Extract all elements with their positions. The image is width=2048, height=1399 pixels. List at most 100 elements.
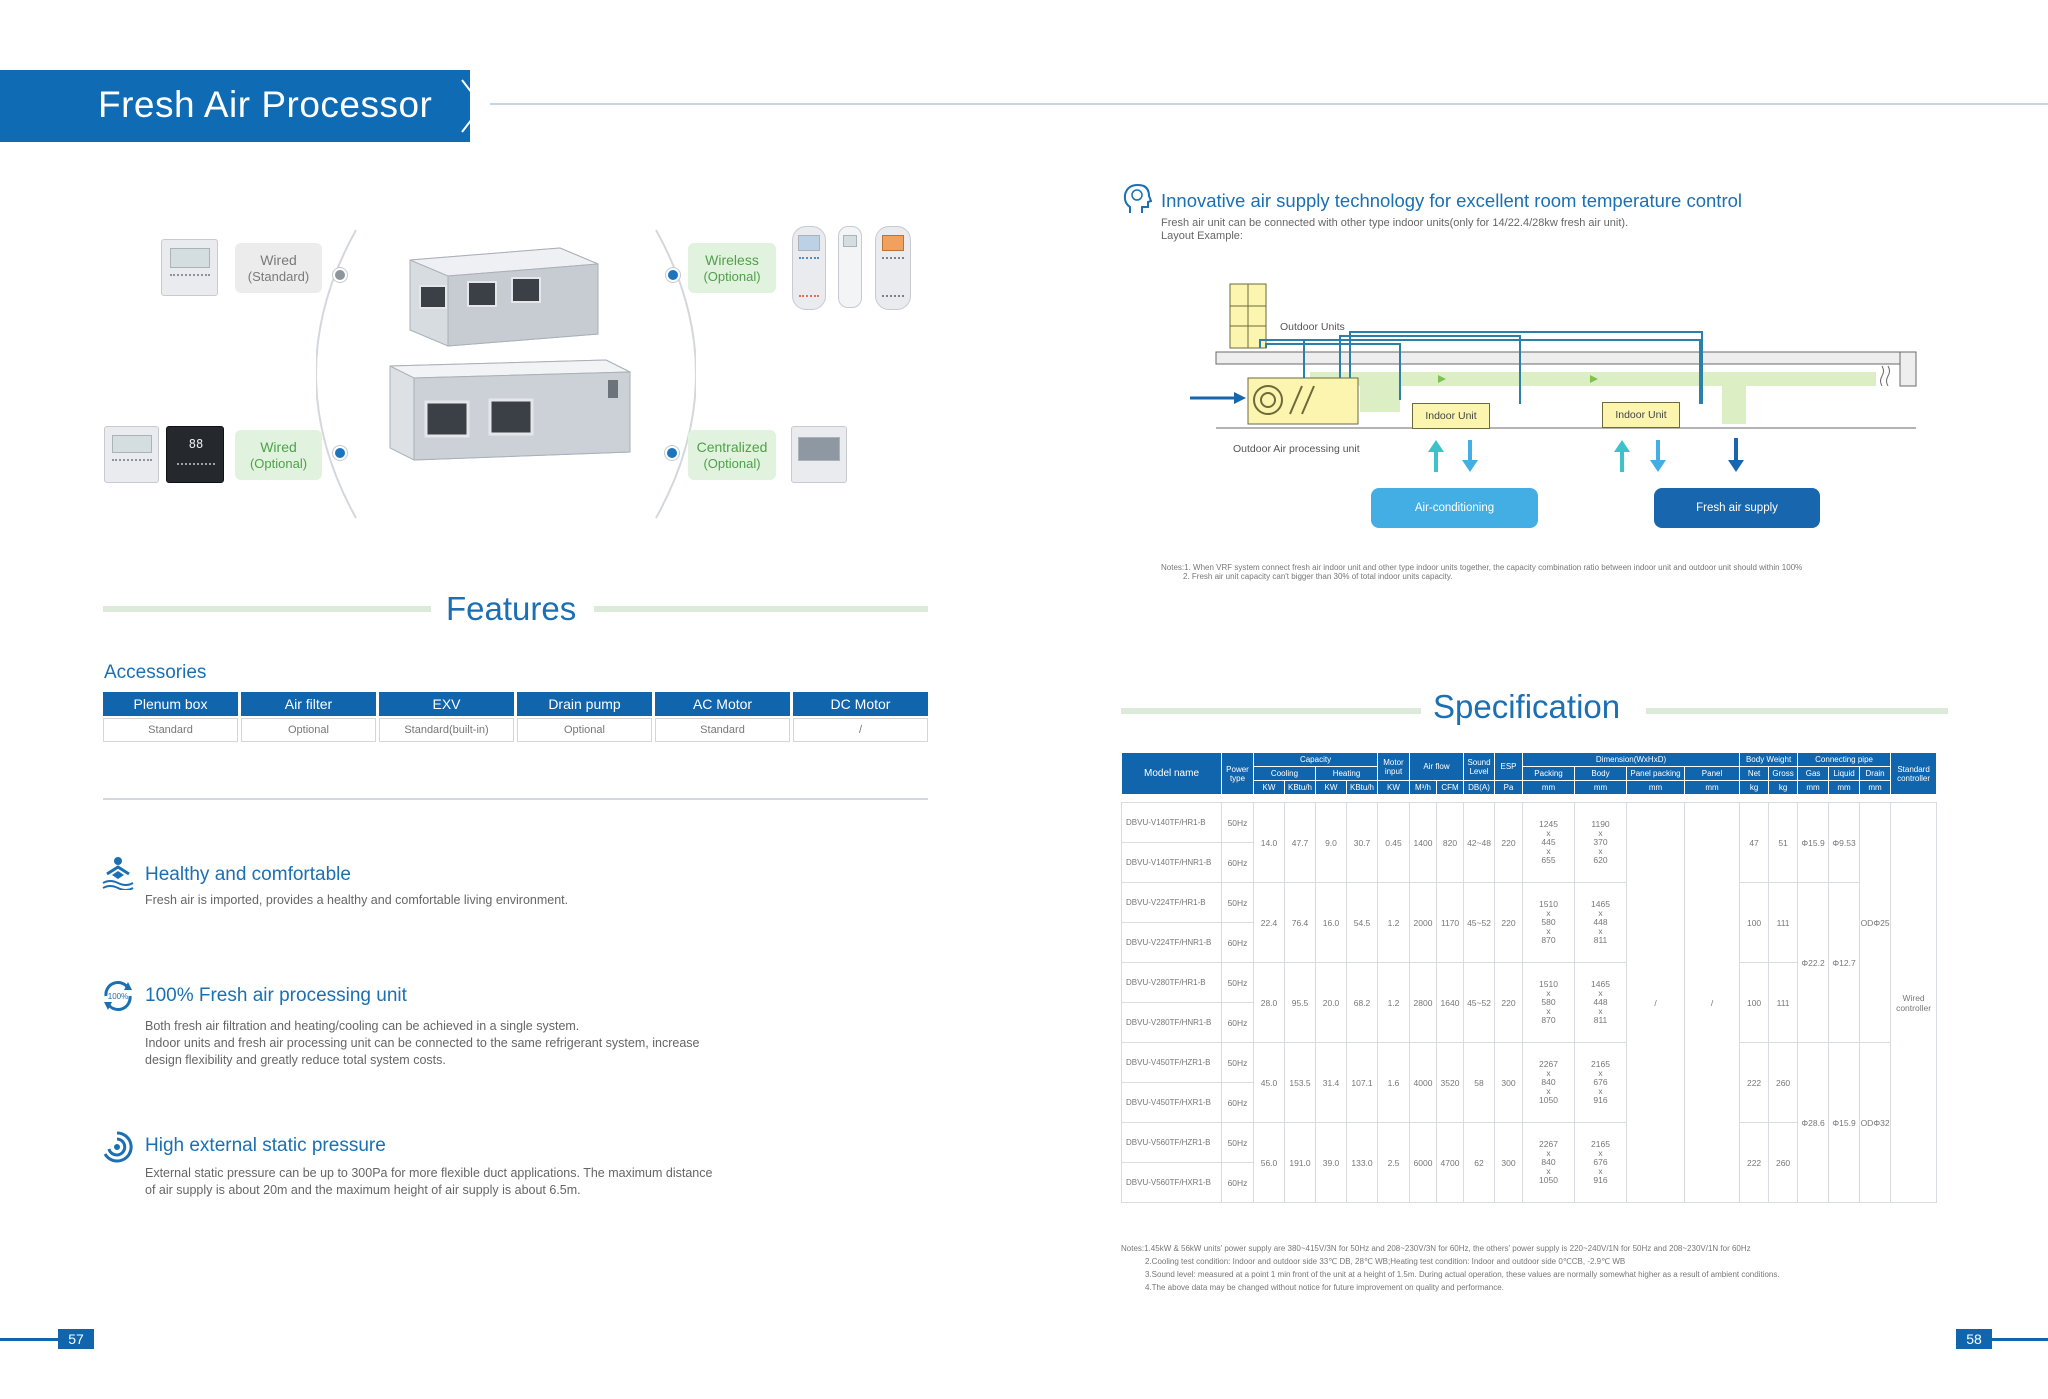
spec-value: 45~52 <box>1463 962 1496 1043</box>
dimension-part: 448 <box>1593 997 1608 1007</box>
unit: CFM <box>1435 780 1465 795</box>
dimension-part: x <box>1546 926 1551 936</box>
spec-value: 68.2 <box>1346 962 1378 1043</box>
unit: KW <box>1315 780 1347 795</box>
dimension-part: 811 <box>1593 1015 1608 1025</box>
unit: KBtu/h <box>1346 780 1378 795</box>
dimension-part: 2267 <box>1539 1059 1558 1069</box>
spec-value: 153.5 <box>1284 1042 1316 1123</box>
gas-pipe: Φ28.6 <box>1797 1042 1830 1203</box>
controller-value: Wired controller <box>1890 802 1938 1203</box>
spec-value: 1.2 <box>1377 962 1410 1043</box>
specification-table: Model name Power type Capacity Motor inp… <box>1121 752 1938 1203</box>
col-drain: Drain <box>1859 766 1892 781</box>
section-rule <box>1646 708 1948 714</box>
spec-value: 2.5 <box>1377 1122 1410 1203</box>
spec-value: 56.0 <box>1253 1122 1285 1203</box>
power-type: 60Hz <box>1221 922 1254 963</box>
spec-value: 6000 <box>1409 1122 1437 1203</box>
unit: mm <box>1828 780 1861 795</box>
diagram-subtitle: Fresh air unit can be connected with oth… <box>1161 217 1629 242</box>
dimension-part: 1050 <box>1539 1175 1558 1185</box>
spec-value: 1640 <box>1435 962 1465 1043</box>
display-digits: 88 <box>188 437 204 451</box>
accessories-header-row: Plenum box Air filter EXV Drain pump AC … <box>103 692 928 716</box>
section-rule <box>103 606 431 612</box>
col-model: Model name <box>1121 752 1222 795</box>
dimension-part: x <box>1546 828 1551 838</box>
power-type: 60Hz <box>1221 1082 1254 1123</box>
spec-value: 28.0 <box>1253 962 1285 1043</box>
page-number-right: 58 <box>1956 1329 1992 1349</box>
drain-pipe: ODΦ32 <box>1859 1042 1892 1203</box>
spec-value: 220 <box>1494 802 1524 883</box>
dimension-part: 2165 <box>1591 1059 1610 1069</box>
accessory-value: / <box>793 718 928 742</box>
label-wired-optional: Wired (Optional) <box>235 430 322 480</box>
fresh-air-unit-image <box>389 359 631 461</box>
gas-pipe: Φ22.2 <box>1797 882 1830 1043</box>
accessory-value: Standard(built-in) <box>379 718 514 742</box>
section-rule <box>594 606 928 612</box>
liquid-pipe: Φ9.53 <box>1828 802 1861 883</box>
section-rule <box>1121 708 1421 714</box>
col-packing: Packing <box>1522 766 1576 781</box>
power-type: 60Hz <box>1221 1162 1254 1203</box>
dimension-part: x <box>1598 908 1603 918</box>
col-liquid: Liquid <box>1828 766 1861 781</box>
dimension-part: x <box>1546 988 1551 998</box>
duct-unit-image <box>409 247 599 347</box>
gas-pipe: Φ15.9 <box>1797 802 1830 883</box>
net-weight: 222 <box>1739 1042 1770 1123</box>
power-type: 60Hz <box>1221 1002 1254 1043</box>
spec-value: 300 <box>1494 1122 1524 1203</box>
spec-value: 22.4 <box>1253 882 1285 963</box>
dimension-part: 1465 <box>1591 979 1610 989</box>
unit: DB(A) <box>1463 780 1496 795</box>
footer-rule <box>0 1338 58 1341</box>
touch-controller-image: 88 <box>166 426 224 483</box>
spec-value: 2000 <box>1409 882 1437 963</box>
dimension-part: 916 <box>1593 1095 1608 1105</box>
liquid-pipe: Φ15.9 <box>1828 1042 1861 1203</box>
label-centralized-optional: Centralized (Optional) <box>688 430 776 480</box>
model-name: DBVU-V560TF/HXR1-B <box>1121 1162 1222 1203</box>
unit: kg <box>1739 780 1770 795</box>
gross-weight: 260 <box>1768 1122 1799 1203</box>
spec-value: 62 <box>1463 1122 1496 1203</box>
unit: mm <box>1522 780 1576 795</box>
dimension-part: x <box>1598 926 1603 936</box>
layout-diagram <box>1190 283 1917 472</box>
spec-value: 58 <box>1463 1042 1496 1123</box>
dimension-part: x <box>1546 1068 1551 1078</box>
air-conditioning-tag: Air-conditioning <box>1371 488 1538 528</box>
diagram-title: Innovative air supply technology for exc… <box>1161 190 1742 211</box>
dimension-part: 1050 <box>1539 1095 1558 1105</box>
dimension-part: x <box>1598 1148 1603 1158</box>
dimension-part: x <box>1546 1166 1551 1176</box>
spec-value: 1.2 <box>1377 882 1410 963</box>
col-controller: Standard controller <box>1890 752 1938 795</box>
col-gross: Gross <box>1768 766 1799 781</box>
unit: mm <box>1574 780 1628 795</box>
feature-title: Healthy and comfortable <box>145 864 351 885</box>
col-body: Body <box>1574 766 1628 781</box>
accessory-value: Optional <box>241 718 376 742</box>
dimension-part: 840 <box>1541 1077 1556 1087</box>
dimension-part: x <box>1546 908 1551 918</box>
fresh-air-supply-tag: Fresh air supply <box>1654 488 1820 528</box>
dimension-part: x <box>1546 1086 1551 1096</box>
accessories-label: Accessories <box>104 662 207 683</box>
indoor-unit-box: Indoor Unit <box>1412 403 1490 429</box>
net-weight: 100 <box>1739 882 1770 963</box>
spec-value: 45~52 <box>1463 882 1496 963</box>
spec-value: 220 <box>1494 882 1524 963</box>
spec-value: 95.5 <box>1284 962 1316 1043</box>
wired-controller-image <box>104 426 159 483</box>
dimension-part: x <box>1546 1148 1551 1158</box>
